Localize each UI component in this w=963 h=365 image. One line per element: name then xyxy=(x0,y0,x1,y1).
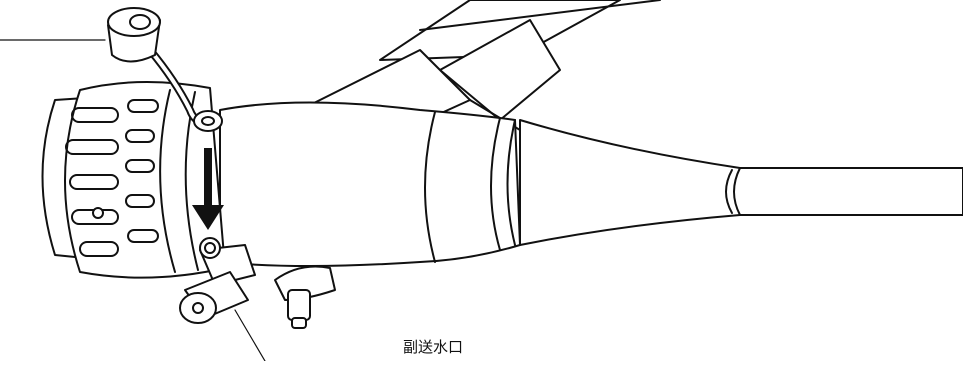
sub-water-port-label: 副送水口 xyxy=(403,338,464,356)
eyepiece-ring xyxy=(41,81,226,279)
port-cap xyxy=(107,7,223,132)
main-body xyxy=(219,101,521,267)
sub-water-port xyxy=(179,237,336,329)
leader-line-bottom xyxy=(234,309,266,362)
insertion-tube xyxy=(519,119,963,246)
down-arrow xyxy=(192,148,224,230)
